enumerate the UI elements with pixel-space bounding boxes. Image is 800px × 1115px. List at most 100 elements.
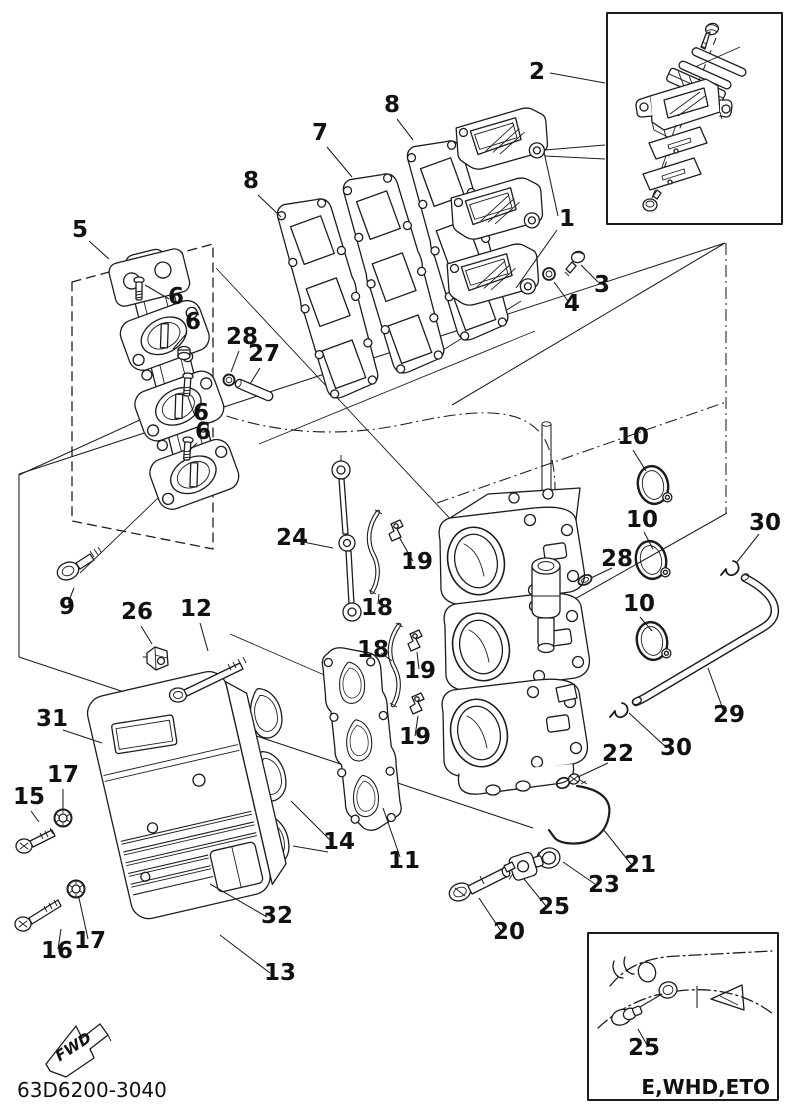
part-number-callout: 10: [617, 424, 649, 450]
part-number-callout: 18: [357, 637, 389, 663]
screw-15: [15, 827, 56, 854]
intake-gasket-11: [321, 647, 402, 831]
part-number-callout: 6: [185, 309, 201, 335]
reed-valve-detail-inset: [606, 12, 783, 225]
hose-clip-30: [720, 560, 740, 577]
part-number-callout: 8: [243, 168, 259, 194]
part-number-callout: 17: [74, 928, 106, 954]
part-number-callout: 13: [264, 960, 296, 986]
inset-reed-block: [635, 78, 733, 138]
cable-clip-26: [142, 646, 169, 671]
inset-gasket-plate: [648, 126, 708, 160]
part-number-callout: 22: [602, 741, 634, 767]
oring-28b: [577, 574, 593, 586]
bolt-12: [168, 656, 247, 703]
variant-detail-inset: E,WHD,ETO: [587, 932, 779, 1101]
part-number-callout: 8: [384, 92, 400, 118]
silencer-ribs: [120, 810, 258, 896]
part-number-callout: 25: [538, 894, 570, 920]
part-number-callout: 19: [399, 724, 431, 750]
part-number-callout: 2: [529, 59, 545, 85]
intake-silencer-13: [86, 670, 287, 920]
washer-17: [53, 808, 73, 828]
lever-clamp-19: [409, 692, 425, 715]
plug-hole: [658, 981, 678, 999]
part-number-callout: 6: [168, 284, 184, 310]
part-number-callout: 28: [226, 324, 258, 350]
part-number-callout: 27: [248, 341, 280, 367]
part-number-callout: 19: [404, 658, 436, 684]
fuel-pipe-clip-21: [547, 784, 611, 845]
part-number-callout: 14: [323, 829, 355, 855]
o-ring-10: [632, 617, 673, 665]
screw-16: [14, 899, 62, 932]
carburetor-stack: [438, 487, 591, 796]
variant-label: E,WHD,ETO: [641, 1075, 770, 1099]
part-number-callout: 20: [493, 919, 525, 945]
reed-stopper-plates: [678, 46, 747, 90]
drawing-code: 63D6200-3040: [17, 1078, 167, 1102]
link-joint-rod-24: [331, 455, 362, 622]
part-number-callout: 1: [559, 206, 575, 232]
fuel-pump: [531, 557, 561, 654]
washer-17: [66, 879, 86, 899]
reed-valve-assembly: [454, 106, 550, 172]
screw-22: [555, 773, 588, 790]
part-number-callout: 24: [276, 525, 308, 551]
fuel-hose-29: [631, 573, 780, 707]
part-number-callout: 19: [401, 549, 433, 575]
part-number-callout: 21: [624, 852, 656, 878]
washer-4: [542, 267, 556, 281]
part-number-callout: 29: [713, 702, 745, 728]
part-number-callout: 30: [749, 510, 781, 536]
part-number-callout: 23: [588, 872, 620, 898]
part-number-callout: 3: [594, 272, 610, 298]
part-number-callout: 17: [47, 762, 79, 788]
part-number-callout: 10: [623, 591, 655, 617]
stud-bolt: [133, 276, 145, 301]
o-ring-10: [631, 536, 672, 584]
part-number-callout: 9: [59, 594, 75, 620]
lever-clamp-19: [407, 629, 423, 652]
callout-leader-lines: [30, 72, 760, 1046]
part-number-callout: 32: [261, 903, 293, 929]
silencer-port-32: [209, 841, 264, 893]
part-number-callout: 15: [13, 784, 45, 810]
part-number-callout: 6: [195, 419, 211, 445]
nut: [177, 345, 191, 361]
plug-25: [611, 1005, 643, 1026]
part-number-callout: 6: [193, 400, 209, 426]
joint-bolt-20: [448, 861, 516, 902]
bolt-9: [56, 546, 102, 581]
part-number-callout: 18: [361, 595, 393, 621]
part-number-callout: 10: [626, 507, 658, 533]
o-ring-10: [633, 461, 674, 509]
part-number-callout: 16: [41, 938, 73, 964]
part-number-callout: 11: [388, 848, 420, 874]
inset-gasket-plate: [642, 157, 702, 191]
part-number-callout: 30: [660, 735, 692, 761]
part-number-callout: 26: [121, 599, 153, 625]
dowel-pin-27: [234, 378, 274, 402]
part-number-callout: 7: [312, 120, 328, 146]
part-number-callout: 25: [628, 1035, 660, 1061]
callout-numbers: 2 8 7 8 1 3 4 5 6 6 28 27 6 6 9 24 19 18…: [13, 59, 781, 1061]
hose-clip-30: [609, 702, 629, 719]
part-number-callout: 31: [36, 706, 68, 732]
screw-3: [564, 250, 586, 277]
carburetor: [443, 592, 591, 692]
construction-lines: [18, 242, 728, 829]
part-number-callout: 28: [601, 546, 633, 572]
lever-clamp-19: [388, 519, 404, 542]
oring-28: [222, 373, 236, 387]
inset-screw-top: [700, 22, 720, 50]
part-number-callout: 4: [564, 291, 580, 317]
link-rod-18: [369, 510, 382, 594]
link-rod-18: [390, 623, 403, 707]
part-number-callout: 5: [72, 217, 88, 243]
part-number-callout: 12: [180, 596, 212, 622]
silencer-label-plate-31: [111, 714, 178, 755]
inset-screw-bottom: [642, 189, 662, 212]
